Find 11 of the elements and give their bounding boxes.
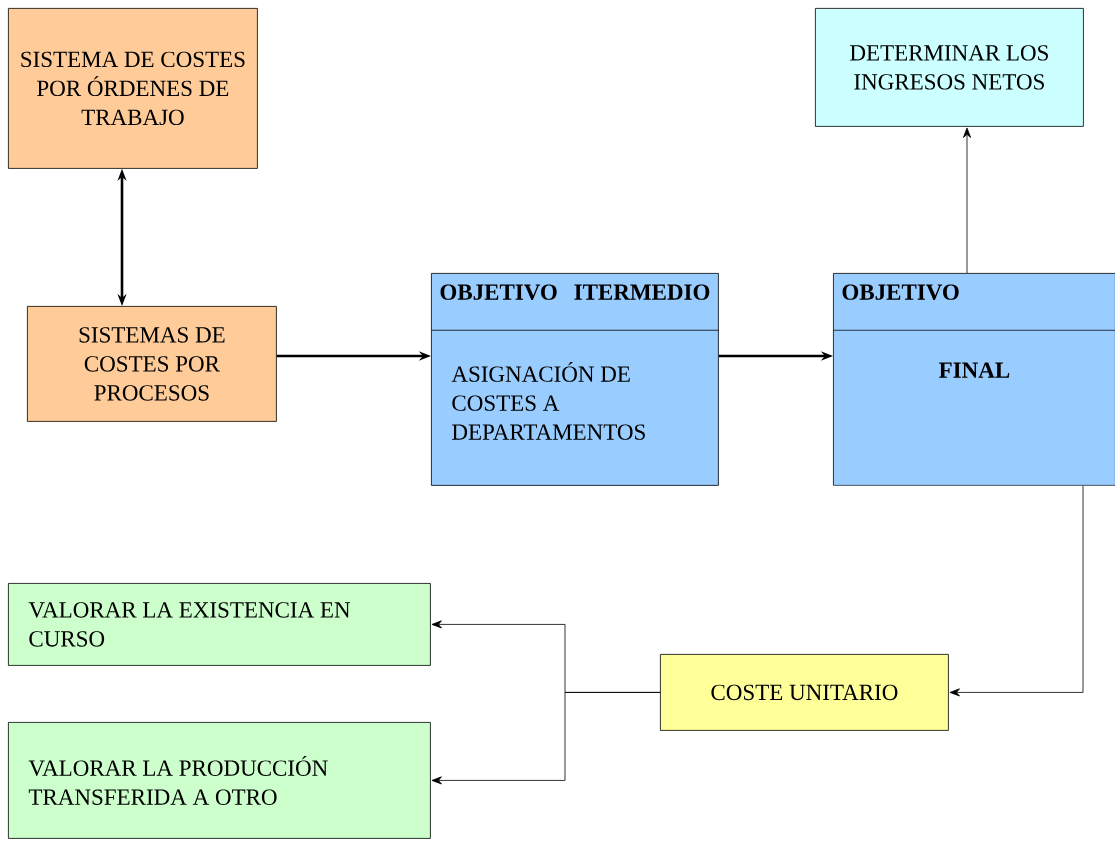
arrow xyxy=(963,127,971,274)
result-box: VALORAR LA PRODUCCIÓN TRANSFERIDA A OTRO xyxy=(8,722,431,839)
objective-box: OBJETIVO ITERMEDIO ASIGNACIÓN DE COSTES A DEPARTAMENTOS xyxy=(431,273,719,486)
arrow xyxy=(949,485,1084,697)
process-box: SISTEMAS DE COSTES POR PROCESOS xyxy=(27,306,277,422)
process-box: SISTEMA DE COSTES POR ÓRDENES DE TRABAJO xyxy=(8,8,258,169)
objective-box: OBJETIVO FINAL xyxy=(833,273,1115,486)
result-box: VALORAR LA EXISTENCIA EN CURSO xyxy=(8,583,431,666)
arrow xyxy=(431,692,661,785)
result-box: COSTE UNITARIO xyxy=(660,654,949,731)
result-box: DETERMINAR LOS INGRESOS NETOS xyxy=(815,8,1084,127)
